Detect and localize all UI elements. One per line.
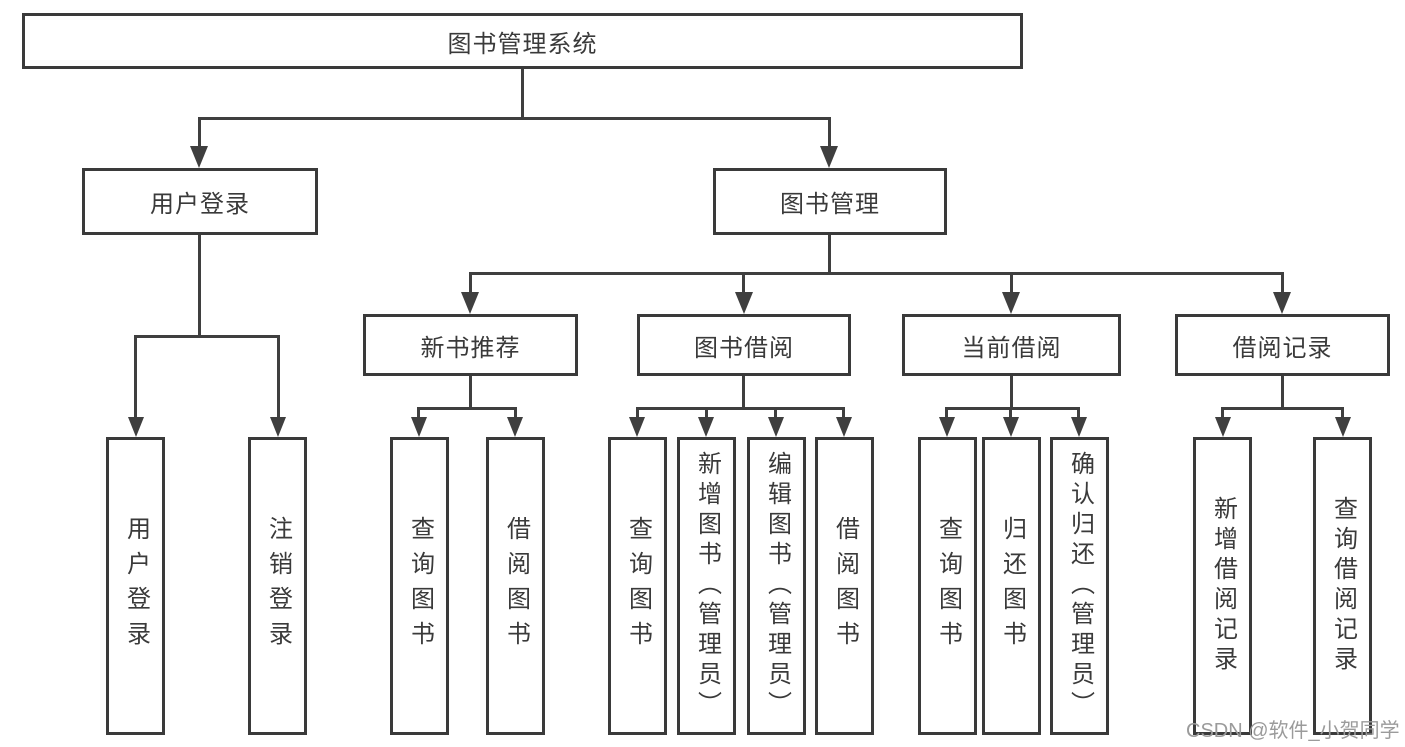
- leaf-confirm-return-admin: 确认归还（管理员）: [1050, 437, 1109, 735]
- connector-vline: [417, 407, 420, 420]
- connector-vline: [1009, 407, 1012, 420]
- arrow-down-icon: [1003, 417, 1019, 437]
- node-label: 新书推荐: [420, 334, 521, 362]
- arrow-down-icon: [1273, 292, 1291, 314]
- arrow-down-icon: [411, 417, 427, 437]
- leaf-add-borrow-record: 新增借阅记录: [1193, 437, 1252, 735]
- leaf-label: 查询借阅记录: [1329, 496, 1357, 676]
- connector-vline: [521, 69, 524, 117]
- connector-vline: [636, 407, 639, 420]
- csdn-watermark: CSDN @软件_小贺同学: [1186, 720, 1400, 742]
- node-root: 图书管理系统: [22, 13, 1023, 69]
- connector-vline: [1341, 407, 1344, 420]
- leaf-label: 确认归还（管理员）: [1066, 451, 1094, 721]
- arrow-down-icon: [128, 417, 144, 437]
- arrow-down-icon: [190, 146, 208, 168]
- arrow-down-icon: [1215, 417, 1231, 437]
- leaf-logout: 注销登录: [248, 437, 307, 735]
- connector-vline: [134, 335, 137, 420]
- leaf-borrow-book: 借阅图书: [815, 437, 874, 735]
- arrow-down-icon: [768, 417, 784, 437]
- leaf-label: 查询图书: [624, 516, 652, 656]
- connector-vline: [774, 407, 777, 420]
- arrow-down-icon: [820, 146, 838, 168]
- arrow-down-icon: [629, 417, 645, 437]
- leaf-label: 新增图书（管理员）: [693, 451, 721, 721]
- leaf-label: 注销登录: [264, 516, 292, 656]
- connector-vline: [1010, 376, 1013, 410]
- leaf-query-book: 查询图书: [918, 437, 977, 735]
- node-book-management: 图书管理: [713, 168, 947, 235]
- node-label: 借阅记录: [1232, 334, 1333, 362]
- arrow-down-icon: [1002, 292, 1020, 314]
- arrow-down-icon: [507, 417, 523, 437]
- node-root-label: 图书管理系统: [447, 30, 598, 58]
- leaf-edit-book-admin: 编辑图书（管理员）: [747, 437, 806, 735]
- connector-vline: [1281, 376, 1284, 410]
- node-new-book-recommend: 新书推荐: [363, 314, 578, 376]
- connector-hline: [945, 407, 1080, 410]
- connector-hline: [417, 407, 517, 410]
- leaf-query-borrow-record: 查询借阅记录: [1313, 437, 1372, 735]
- node-book-borrow: 图书借阅: [637, 314, 851, 376]
- connector-vline: [705, 407, 708, 420]
- leaf-label: 新增借阅记录: [1209, 496, 1237, 676]
- node-label: 图书管理: [780, 191, 880, 218]
- leaf-label: 用户登录: [122, 516, 150, 656]
- arrow-down-icon: [939, 417, 955, 437]
- connector-vline: [842, 407, 845, 420]
- node-user-login: 用户登录: [82, 168, 318, 235]
- leaf-label: 借阅图书: [502, 516, 530, 656]
- arrow-down-icon: [1071, 417, 1087, 437]
- arrow-down-icon: [270, 417, 286, 437]
- connector-vline: [198, 235, 201, 335]
- leaf-query-book: 查询图书: [608, 437, 667, 735]
- connector-vline: [514, 407, 517, 420]
- leaf-query-book: 查询图书: [390, 437, 449, 735]
- node-borrow-records: 借阅记录: [1175, 314, 1390, 376]
- connector-vline: [742, 376, 745, 410]
- connector-vline: [945, 407, 948, 420]
- leaf-user-login: 用户登录: [106, 437, 165, 735]
- connector-vline: [1077, 407, 1080, 420]
- leaf-borrow-book: 借阅图书: [486, 437, 545, 735]
- node-label: 图书借阅: [694, 334, 794, 362]
- connector-hline: [469, 272, 1284, 275]
- leaf-return-book: 归还图书: [982, 437, 1041, 735]
- arrow-down-icon: [1335, 417, 1351, 437]
- leaf-label: 编辑图书（管理员）: [763, 451, 791, 721]
- node-label: 当前借阅: [961, 334, 1062, 362]
- connector-vline: [1221, 407, 1224, 420]
- connector-hline: [636, 407, 845, 410]
- connector-vline: [198, 117, 201, 151]
- node-label: 用户登录: [150, 191, 250, 218]
- arrow-down-icon: [461, 292, 479, 314]
- connector-hline: [1221, 407, 1344, 410]
- connector-vline: [277, 335, 280, 420]
- connector-hline: [198, 117, 831, 120]
- arrow-down-icon: [836, 417, 852, 437]
- leaf-label: 查询图书: [934, 516, 962, 656]
- arrow-down-icon: [698, 417, 714, 437]
- connector-vline: [742, 272, 745, 296]
- leaf-label: 查询图书: [406, 516, 434, 656]
- connector-hline: [134, 335, 280, 338]
- connector-vline: [1010, 272, 1013, 296]
- connector-vline: [469, 376, 472, 410]
- leaf-label: 借阅图书: [831, 516, 859, 656]
- connector-vline: [1281, 272, 1284, 296]
- arrow-down-icon: [735, 292, 753, 314]
- connector-vline: [469, 272, 472, 296]
- connector-vline: [828, 235, 831, 275]
- connector-vline: [828, 117, 831, 151]
- node-current-borrow: 当前借阅: [902, 314, 1121, 376]
- leaf-add-book-admin: 新增图书（管理员）: [677, 437, 736, 735]
- leaf-label: 归还图书: [998, 516, 1026, 656]
